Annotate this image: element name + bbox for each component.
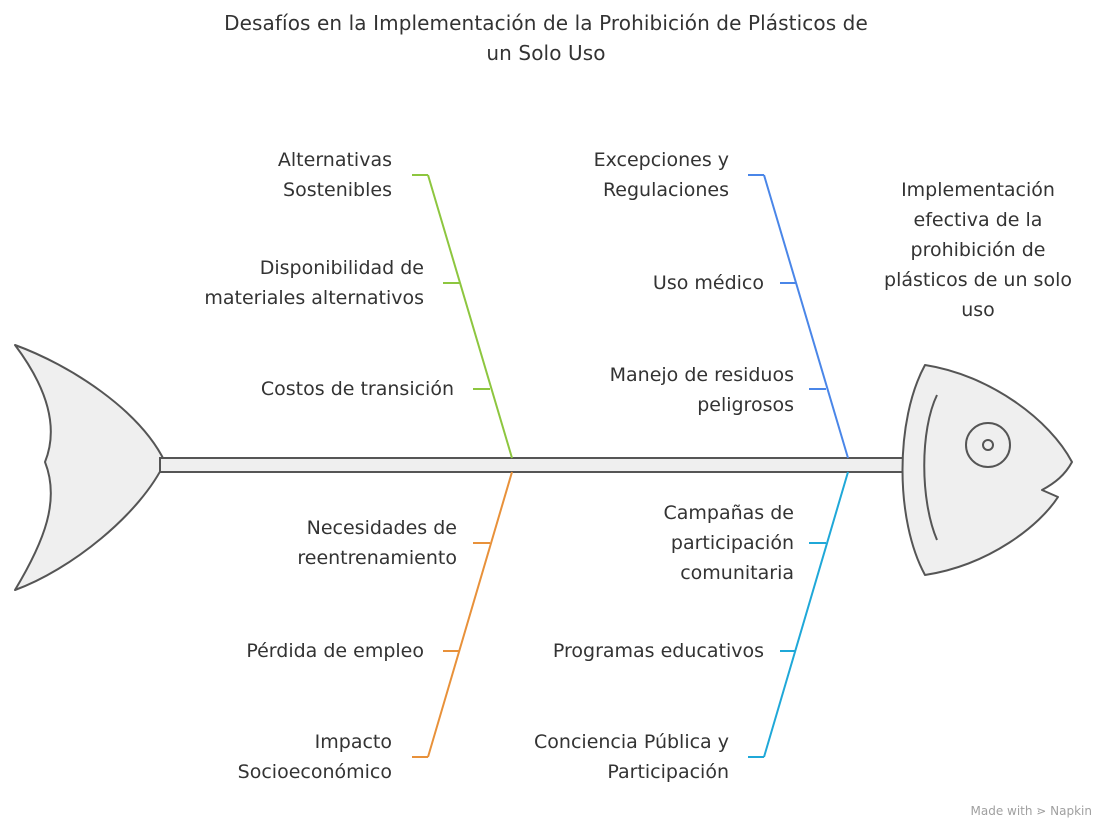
fish-gill [923,394,938,541]
cause-job-loss: Pérdida de empleo [246,640,424,662]
cause-educational-programs: Programas educativos [552,640,764,662]
category-alternatives: Alternativas Sostenibles [277,149,392,201]
cause-medical-use: Uso médico [652,272,764,294]
cause-retraining: Necesidades de reentrenamiento [297,517,457,569]
cause-transition-costs: Costos de transición [260,378,454,400]
category-socioeconomic: Impacto Socioeconómico [237,731,392,783]
bone-alternatives [412,174,513,459]
fish-head [901,364,1073,576]
bone-exceptions [748,174,849,459]
diagram-title: Desafíos en la Implementación de la Proh… [224,11,868,65]
effect-label: Implementación efectiva de la prohibició… [884,179,1072,321]
cause-community-campaigns: Campañas de participación comunitaria [663,502,795,584]
cause-materials: Disponibilidad de materiales alternativo… [204,257,424,309]
bone-awareness [748,471,849,758]
cause-hazardous-waste: Manejo de residuos peligrosos [609,364,794,416]
fish-spine [159,457,921,473]
category-awareness: Conciencia Pública y Participación [534,731,729,783]
fish-tail [14,344,166,591]
fish-eye-pupil [982,439,994,451]
napkin-watermark: Made with ⋗ Napkin [970,804,1093,818]
bone-socioeconomic [412,471,513,758]
category-exceptions: Excepciones y Regulaciones [593,149,729,201]
